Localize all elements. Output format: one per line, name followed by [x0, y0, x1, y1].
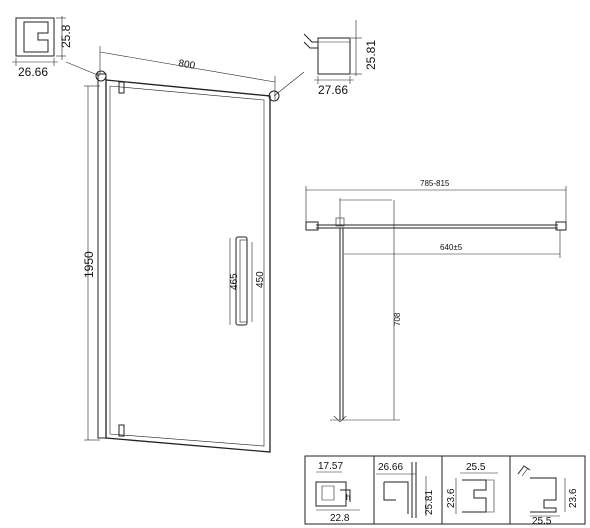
depth-label: 708	[393, 312, 402, 326]
profile-tl-width-label: 26.66	[18, 65, 48, 79]
detail-4: 23.6 25.5	[517, 465, 579, 527]
door-elevation[interactable]	[95, 70, 280, 453]
detail-1-a: 17.57	[318, 461, 343, 472]
dim-handle: 465 450	[229, 238, 266, 325]
dim-800: 800	[99, 46, 276, 100]
profile-tl-height-label: 25.8	[59, 24, 73, 48]
swing-label: 640±5	[440, 243, 463, 252]
profile-top-left: 25.8 26.66	[12, 16, 73, 79]
detail-4-b: 25.5	[532, 516, 552, 527]
detail-4-a: 23.6	[568, 488, 579, 508]
profile-top-right: 25.81 27.66	[303, 20, 378, 97]
width-label: 800	[177, 58, 196, 72]
detail-2: 26.66 25.81	[376, 462, 435, 518]
detail-1-b: 22.8	[330, 513, 350, 524]
detail-strip: 17.57 h 22.8 26.66 25.81 25.5	[304, 455, 586, 527]
plan-view[interactable]: 785-815 640±5 708	[305, 179, 567, 423]
opening-range-label: 785-815	[420, 179, 450, 188]
detail-3-a: 25.5	[466, 462, 486, 473]
profile-tr-width-label: 27.66	[318, 83, 348, 97]
profile-tr-height-label: 25.81	[364, 40, 378, 70]
detail-3-b: 23.6	[446, 488, 457, 508]
svg-text:h: h	[346, 493, 350, 502]
handle-outer-label: 465	[229, 273, 240, 290]
detail-3: 25.5 23.6	[446, 462, 498, 514]
detail-2-a: 26.66	[378, 462, 403, 473]
dim-1950: 1950	[82, 85, 100, 441]
detail-2-b: 25.81	[424, 490, 435, 515]
detail-1: 17.57 h 22.8	[315, 461, 360, 524]
handle-inner-label: 450	[255, 271, 266, 288]
height-label: 1950	[82, 251, 96, 278]
